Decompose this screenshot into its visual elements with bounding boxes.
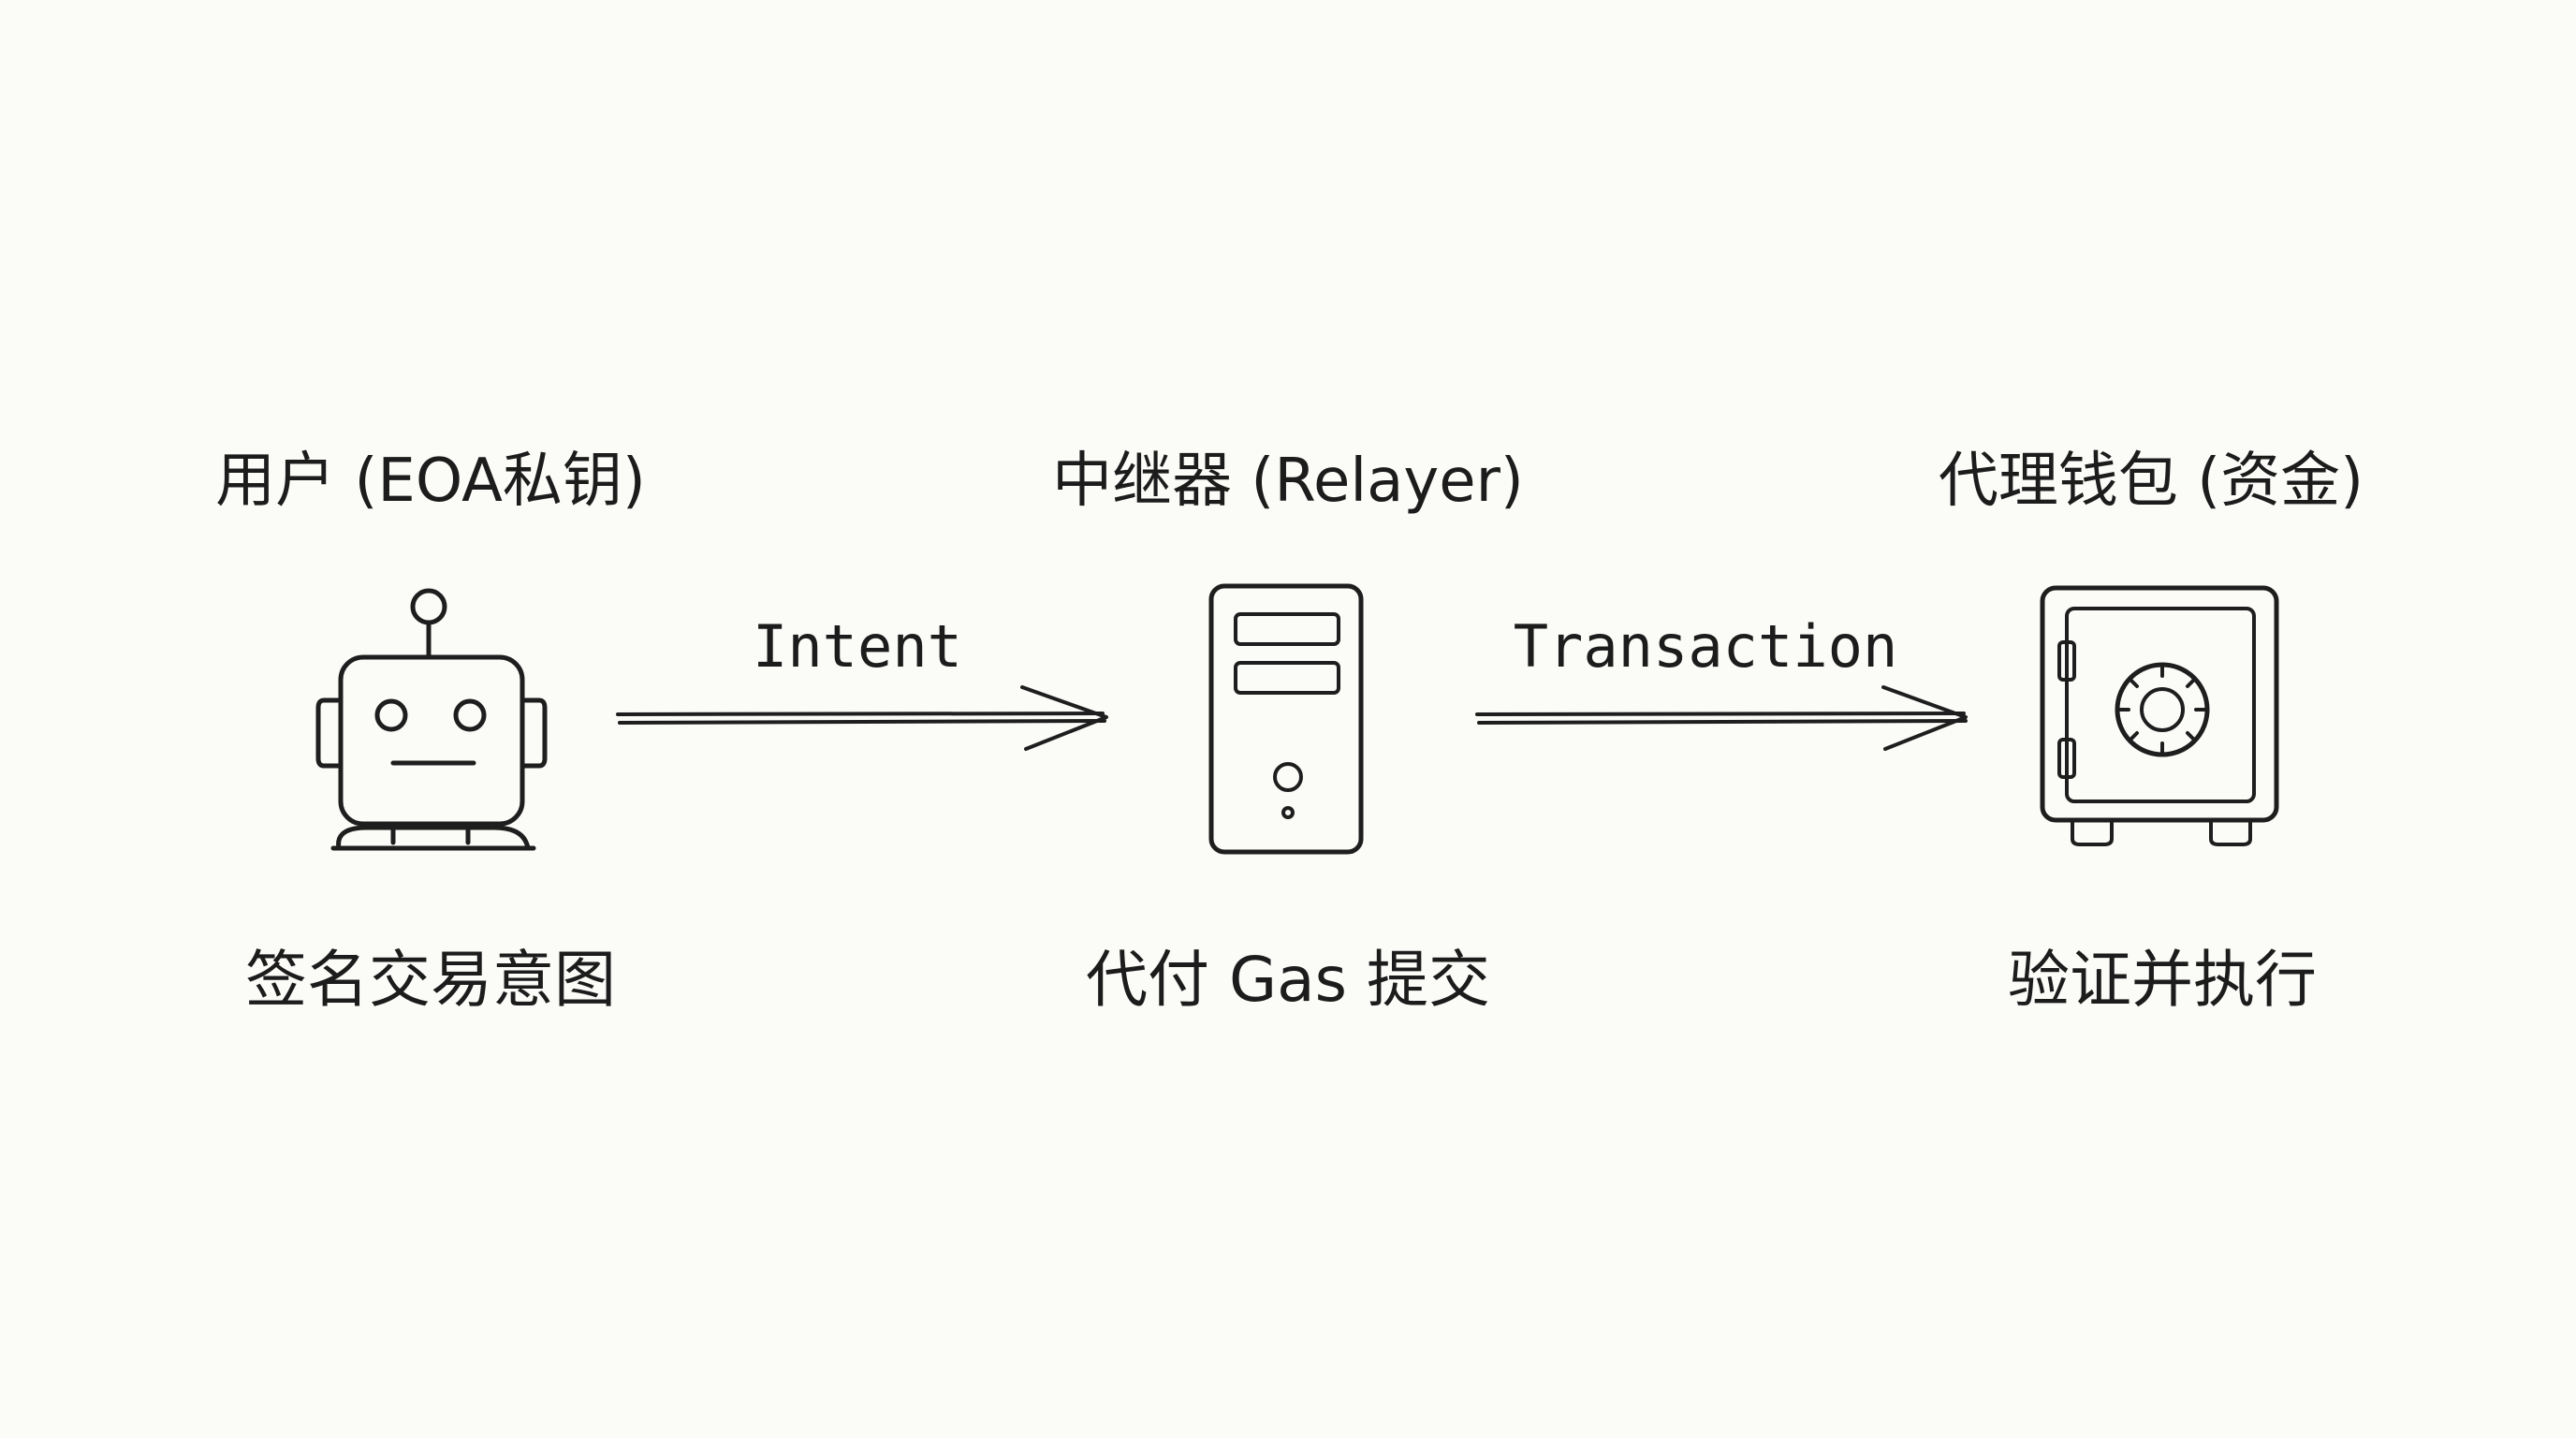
server-tower-icon [1208,583,1364,855]
node-title-relayer: 中继器 (Relayer) [1052,447,1524,516]
node-caption-wallet: 验证并执行 [2008,944,2317,1016]
edge-label-intent: Intent [753,612,962,681]
arrow-transaction [1475,685,1968,751]
node-caption-user: 签名交易意图 [245,944,616,1016]
safe-icon [2040,585,2279,846]
edge-label-transaction: Transaction [1513,612,1898,681]
robot-icon [315,588,548,851]
node-caption-relayer: 代付 Gas 提交 [1086,944,1490,1016]
arrow-intent [616,685,1108,751]
node-title-wallet: 代理钱包 (资金) [1938,447,2364,516]
node-title-user: 用户 (EOA私钥) [215,447,646,516]
